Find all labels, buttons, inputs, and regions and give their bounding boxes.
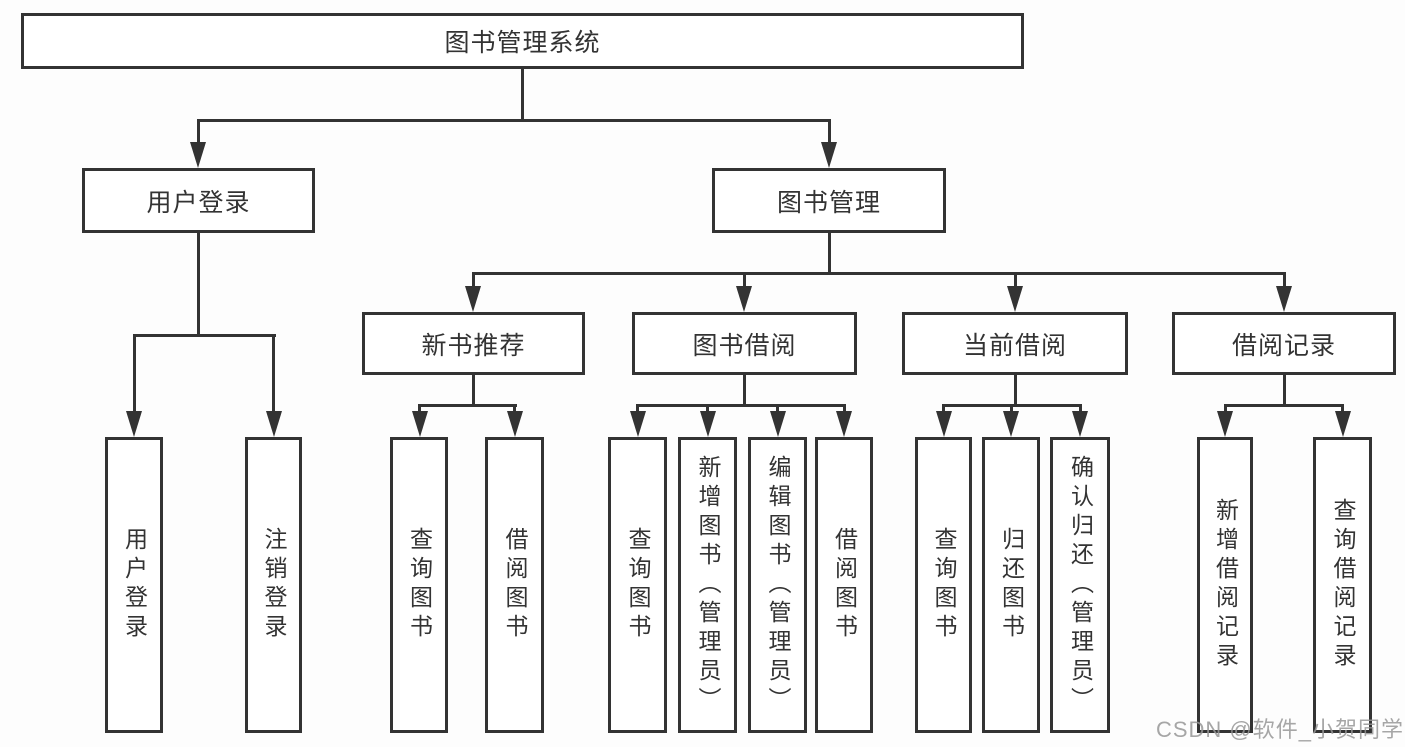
node-root: 图书管理系统 (21, 13, 1024, 69)
leaf-query-borrow-record: 查询借阅记录 (1313, 437, 1372, 733)
arrowhead-down-icon (700, 411, 716, 437)
node-user-login-label: 用户登录 (146, 188, 251, 217)
connector-line (197, 119, 831, 122)
leaf-confirm-return-admin-label: 确认归还（管理员） (1067, 454, 1094, 716)
csdn-watermark: CSDN @软件_小贺同学 (1155, 717, 1404, 742)
leaf-return-book-label: 归还图书 (998, 527, 1025, 643)
arrowhead-down-icon (190, 142, 206, 168)
leaf-borrow-books-label: 借阅图书 (831, 527, 858, 643)
connector-line (843, 404, 846, 414)
connector-line (133, 334, 276, 337)
leaf-add-borrow-record-label: 新增借阅记录 (1212, 498, 1239, 672)
connector-line (828, 233, 831, 275)
connector-line (521, 69, 524, 121)
leaf-edit-book-admin: 编辑图书（管理员） (748, 437, 807, 733)
connector-line (472, 375, 475, 406)
connector-line (472, 272, 475, 288)
connector-line (1014, 272, 1017, 288)
node-new-book-recommend-label: 新书推荐 (421, 331, 526, 360)
leaf-query-books-recommend: 查询图书 (390, 437, 448, 733)
leaf-return-book: 归还图书 (982, 437, 1040, 733)
arrowhead-down-icon (1007, 286, 1023, 312)
leaf-borrow-books: 借阅图书 (815, 437, 873, 733)
connector-line (513, 404, 516, 414)
leaf-borrow-books-recommend-label: 借阅图书 (502, 527, 528, 643)
connector-line (1079, 404, 1082, 414)
connector-line (133, 334, 136, 414)
connector-line (1224, 404, 1344, 407)
leaf-edit-book-admin-label: 编辑图书（管理员） (765, 454, 791, 716)
arrowhead-down-icon (507, 411, 523, 437)
node-new-book-recommend: 新书推荐 (362, 312, 585, 375)
arrowhead-down-icon (836, 411, 852, 437)
node-book-borrow: 图书借阅 (632, 312, 857, 375)
connector-line (743, 375, 746, 406)
connector-line (743, 272, 746, 288)
arrowhead-down-icon (412, 411, 428, 437)
connector-line (636, 404, 639, 414)
leaf-query-books-borrow-label: 查询图书 (625, 527, 651, 643)
node-borrow-records: 借阅记录 (1172, 312, 1396, 375)
node-user-login: 用户登录 (82, 168, 315, 233)
arrowhead-down-icon (936, 411, 952, 437)
leaf-logout: 注销登录 (245, 437, 302, 733)
connector-line (418, 404, 421, 414)
leaf-borrow-books-recommend: 借阅图书 (485, 437, 544, 733)
leaf-user-login-label: 用户登录 (121, 527, 148, 643)
leaf-user-login: 用户登录 (105, 437, 163, 733)
leaf-add-book-admin-label: 新增图书（管理员） (695, 454, 721, 716)
leaf-logout-label: 注销登录 (261, 527, 287, 643)
connector-line (1283, 272, 1286, 288)
connector-line (1014, 375, 1017, 406)
node-current-borrow-label: 当前借阅 (962, 331, 1067, 360)
connector-line (418, 404, 517, 407)
connector-line (272, 334, 275, 414)
connector-line (828, 119, 831, 144)
arrowhead-down-icon (1276, 286, 1292, 312)
arrowhead-down-icon (770, 411, 786, 437)
node-root-label: 图书管理系统 (444, 29, 601, 57)
leaf-confirm-return-admin: 确认归还（管理员） (1050, 437, 1110, 733)
connector-line (942, 404, 945, 414)
leaf-add-borrow-record: 新增借阅记录 (1197, 437, 1253, 733)
arrowhead-down-icon (1072, 411, 1088, 437)
connector-line (472, 272, 1285, 275)
node-book-management: 图书管理 (712, 168, 946, 233)
arrowhead-down-icon (821, 142, 837, 168)
connector-line (1224, 404, 1227, 414)
arrowhead-down-icon (465, 286, 481, 312)
connector-line (197, 233, 200, 337)
leaf-query-books-current-label: 查询图书 (931, 527, 957, 643)
connector-line (1010, 404, 1013, 414)
connector-line (776, 404, 779, 414)
leaf-query-books-borrow: 查询图书 (608, 437, 667, 733)
connector-line (706, 404, 709, 414)
arrowhead-down-icon (630, 411, 646, 437)
node-book-management-label: 图书管理 (776, 188, 881, 217)
leaf-add-book-admin: 新增图书（管理员） (678, 437, 737, 733)
node-current-borrow: 当前借阅 (902, 312, 1128, 375)
connector-line (636, 404, 846, 407)
arrowhead-down-icon (1217, 411, 1233, 437)
arrowhead-down-icon (1003, 411, 1019, 437)
connector-line (1341, 404, 1344, 414)
connector-line (197, 119, 200, 144)
arrowhead-down-icon (126, 411, 142, 437)
leaf-query-borrow-record-label: 查询借阅记录 (1330, 498, 1356, 672)
leaf-query-books-recommend-label: 查询图书 (406, 527, 433, 643)
arrowhead-down-icon (1335, 411, 1351, 437)
arrowhead-down-icon (736, 286, 752, 312)
connector-line (1283, 375, 1286, 406)
leaf-query-books-current: 查询图书 (915, 437, 972, 733)
arrowhead-down-icon (266, 411, 282, 437)
node-book-borrow-label: 图书借阅 (692, 331, 797, 360)
node-borrow-records-label: 借阅记录 (1231, 331, 1336, 360)
